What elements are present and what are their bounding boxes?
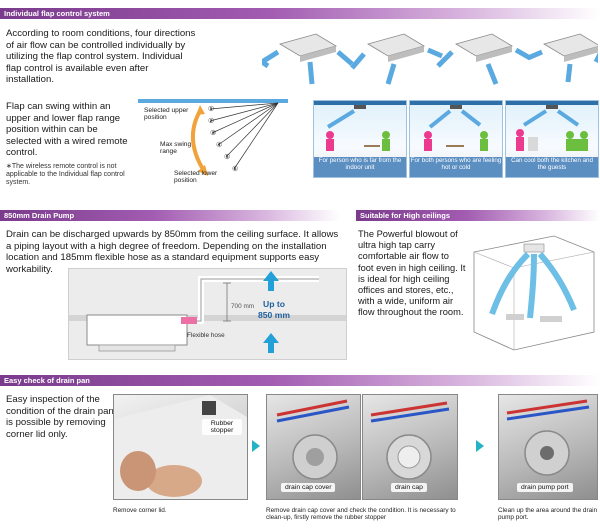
room-illustration-1 — [314, 101, 406, 151]
dimension-700-label: 700 mm — [231, 303, 255, 310]
photo-drain-cap: drain cap — [362, 394, 458, 500]
section-header-ceiling: Suitable for High ceilings — [356, 210, 600, 221]
ceiling-diagram — [470, 232, 598, 358]
position-4: ④ — [216, 142, 223, 149]
pump-pipe-graphic — [69, 271, 346, 353]
rubber-stopper-label: Rubber stopper — [202, 419, 242, 435]
cap-photo-graphic — [370, 401, 450, 480]
position-6: ⑥ — [232, 166, 239, 173]
flexible-hose-label: Flexible hose — [187, 332, 225, 339]
wireless-note: ∗The wireless remote control is not appl… — [6, 163, 125, 186]
step-arrow-1 — [252, 440, 260, 452]
room-scene-3: Can cool both the kitchen and the guests — [505, 100, 599, 178]
room-caption-3: Can cool both the kitchen and the guests — [506, 157, 598, 177]
cassette-illustrations — [257, 22, 600, 92]
room-scene-1: For person who is far from the indoor un… — [313, 100, 407, 178]
up-to-value: 850 mm — [257, 310, 290, 320]
flap-range-diagram: Selected upper position Max swing range … — [138, 99, 288, 189]
cap-cover-photo-graphic — [276, 399, 350, 480]
lid-photo-graphic — [114, 395, 247, 499]
room-scene-2: For both persons who are feeling hot or … — [409, 100, 503, 178]
drain-text: Easy inspection of the condition of the … — [6, 394, 114, 440]
section-header-pump: 850mm Drain Pump — [0, 210, 340, 221]
position-1: ① — [208, 106, 215, 113]
position-2: ② — [208, 118, 215, 125]
caption-check-drain-cap: Remove drain cap cover and check the con… — [266, 507, 456, 522]
photo-drain-cap-cover: drain cap cover — [266, 394, 361, 500]
caption-clean-pump-port: Clean up the area around the drain pump … — [498, 507, 598, 522]
caption-remove-lid: Remove corner lid. — [113, 507, 167, 514]
ceiling-room-graphic — [473, 235, 595, 351]
section-header-drain: Easy check of drain pan — [0, 375, 600, 386]
selected-lower-label: Selected lower position — [174, 170, 218, 185]
pump-text: Drain can be discharged upwards by 850mm… — [6, 229, 339, 275]
room-illustration-2 — [410, 101, 502, 151]
flap-intro-text: According to room conditions, four direc… — [6, 28, 196, 86]
max-swing-label: Max swing range — [160, 141, 192, 156]
room-caption-2: For both persons who are feeling hot or … — [410, 157, 502, 177]
flap-swing-text: Flap can swing within an upper and lower… — [6, 101, 128, 159]
flap-range-graphic — [138, 99, 288, 176]
position-5: ⑤ — [224, 154, 231, 161]
photo-remove-lid: Rubber stopper — [113, 394, 248, 500]
step-arrow-2 — [476, 440, 484, 452]
up-to-label: Up to — [263, 299, 285, 309]
section-header-flap: Individual flap control system — [0, 8, 600, 19]
room-illustration-3 — [506, 101, 598, 151]
position-3: ③ — [210, 130, 217, 137]
room-caption-1: For person who is far from the indoor un… — [314, 157, 406, 177]
cassette-airflow-graphic — [257, 33, 600, 85]
selected-upper-label: Selected upper position — [144, 107, 189, 122]
drain-pump-port-label: drain pump port — [517, 483, 573, 492]
ceiling-text: The Powerful blowout of ultra high tap c… — [358, 229, 466, 318]
drain-cap-cover-label: drain cap cover — [281, 483, 336, 492]
pump-port-photo-graphic — [506, 399, 590, 476]
photo-drain-pump-port: drain pump port — [498, 394, 598, 500]
pump-diagram: 700 mm Up to 850 mm Flexible hose — [68, 268, 347, 360]
drain-cap-label: drain cap — [391, 483, 427, 492]
